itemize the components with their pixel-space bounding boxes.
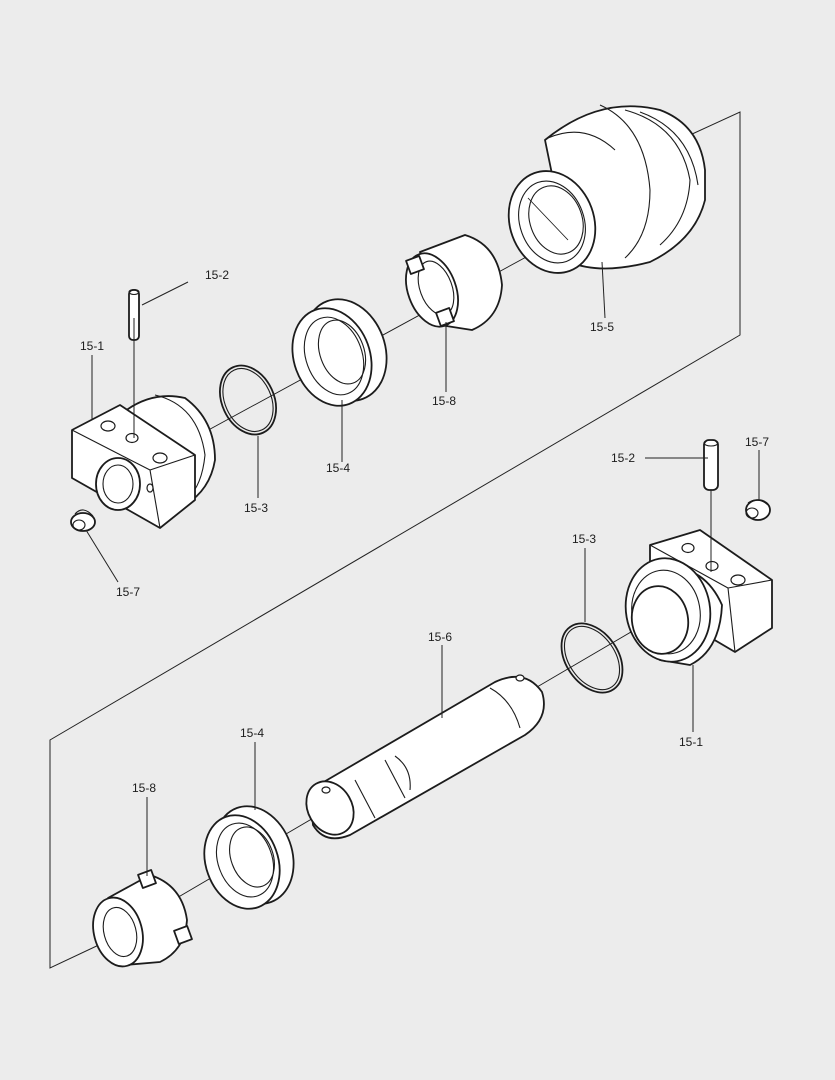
pin-lower [703,439,719,491]
callout-15-1-upper: 15-1 [80,339,104,353]
assembly-frame [49,111,741,969]
plug-lower [745,499,771,521]
floating-seal-upper [291,298,388,407]
callout-15-6-lower: 15-6 [428,630,452,644]
collar-upper [405,234,503,331]
callout-15-3-upper: 15-3 [244,501,268,515]
callout-15-1-lower: 15-1 [679,735,703,749]
collar-lower [92,869,193,968]
o-ring-upper [219,364,277,436]
floating-seal-lower [203,805,295,910]
callout-15-7-upper: 15-7 [116,585,140,599]
callout-15-4-lower: 15-4 [240,726,264,740]
callout-15-2-lower: 15-2 [611,451,635,465]
end-collar-upper [71,394,216,529]
o-ring-lower [560,622,624,694]
callout-15-4-upper: 15-4 [326,461,350,475]
callout-15-8-upper: 15-8 [432,394,456,408]
callout-leaders [85,261,760,876]
roller-shaft [305,674,545,840]
callout-15-7-lower: 15-7 [745,435,769,449]
roller-body [507,104,706,274]
plug-upper [70,509,96,532]
callout-15-5-upper: 15-5 [590,320,614,334]
end-collar-lower [624,529,773,666]
callout-15-3-lower: 15-3 [572,532,596,546]
callout-15-2-upper: 15-2 [205,268,229,282]
callout-15-8-lower: 15-8 [132,781,156,795]
